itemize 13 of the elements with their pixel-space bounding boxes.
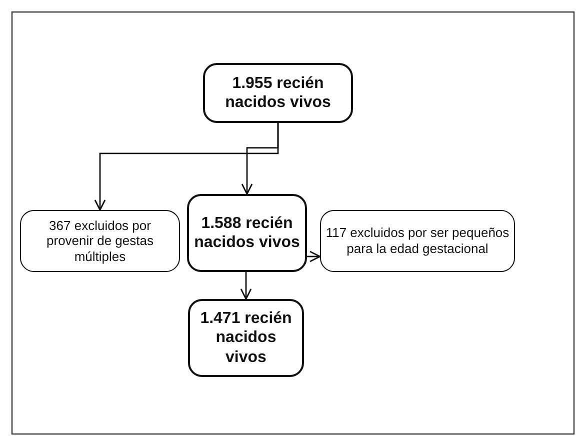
process-box xyxy=(20,210,180,272)
box-text: 367 excluidos por provenir de gestas múltiples xyxy=(46,218,154,264)
arrow xyxy=(240,272,252,300)
arrow xyxy=(307,250,321,262)
box-text: 117 excluidos por ser pequeños para la edad gestacional xyxy=(324,225,510,257)
box-text: 1.471 recién nacidos vivos xyxy=(199,309,293,367)
process-box xyxy=(320,210,515,272)
process-box xyxy=(203,63,353,123)
box-text: 1.588 recién nacidos vivos xyxy=(193,214,301,252)
box-text: 1.955 recién nacidos vivos xyxy=(224,74,332,112)
process-box xyxy=(188,299,304,377)
arrow xyxy=(241,123,279,195)
process-box xyxy=(187,194,307,272)
